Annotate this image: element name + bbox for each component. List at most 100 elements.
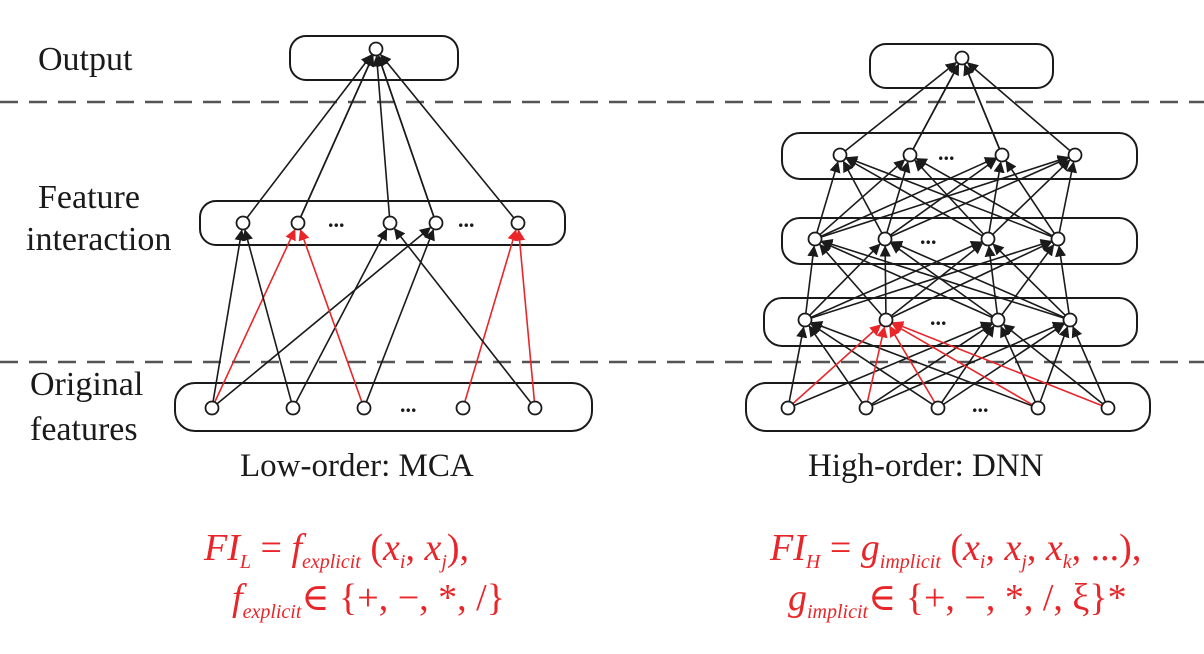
red-edge-ri5-to-h3b <box>891 321 1103 407</box>
node-h3b <box>878 312 894 328</box>
edge-lf1-to-lo <box>246 54 373 219</box>
edge-h3b-to-h2c <box>890 242 984 317</box>
edge-ri5-to-h3d <box>1071 325 1107 403</box>
caption-high-order: High-order: DNN <box>808 448 1044 484</box>
red-edge-li5-to-lf5 <box>514 229 536 402</box>
edge-h2a-to-h1c <box>820 157 997 238</box>
ellipsis-right-hidden2: ... <box>920 224 937 249</box>
edge-h3a-to-h2c <box>810 240 983 319</box>
edge-ri3-to-h3d <box>942 323 1065 406</box>
layer-boxes <box>174 35 1151 432</box>
edge-li1-to-lf4 <box>216 227 432 405</box>
edges <box>212 53 1107 407</box>
node-h1b <box>902 147 918 163</box>
edge-ri2-to-h3c <box>870 323 993 406</box>
node-h2b <box>877 231 893 247</box>
edge-li2-to-lf1 <box>242 229 293 402</box>
ellipsis-right-input: ... <box>972 392 989 417</box>
node-ri5 <box>1100 400 1116 416</box>
edge-ri2-to-h3d <box>871 321 1065 407</box>
red-edge-li3-to-lf2 <box>298 229 363 403</box>
node-h3c <box>990 312 1006 328</box>
node-li4 <box>455 400 471 416</box>
right-output-box <box>869 43 1054 89</box>
edge-h3c-to-h2d <box>1001 244 1055 316</box>
edge-ri3-to-h3a <box>810 323 934 406</box>
edge-ri4-to-h3d <box>1039 325 1070 403</box>
edge-h3d-to-h2d <box>1055 245 1070 314</box>
edge-h2d-to-h1a <box>845 156 1053 238</box>
ellipsis-right-hidden3: ... <box>930 305 947 330</box>
left-output-box <box>289 35 459 81</box>
edge-h2a-to-h1a <box>816 161 841 233</box>
edge-h3c-to-h2a <box>820 240 993 319</box>
formula-left-line1: FIL = fexplicit (xi, xj), <box>203 527 469 573</box>
edge-h3b-to-h2d <box>891 241 1053 318</box>
formula-right-line2: gimplicit∈ {+, −, *, /, ξ}* <box>788 577 1127 623</box>
node-lf1 <box>235 215 251 231</box>
left-interaction-box <box>199 200 566 246</box>
edge-h2b-to-h1b <box>886 161 911 233</box>
node-h2c <box>980 231 996 247</box>
caption-low-order: Low-order: MCA <box>240 448 474 484</box>
node-lf5 <box>510 215 526 231</box>
right-input-box <box>745 382 1151 432</box>
node-h1a <box>832 147 848 163</box>
node-ri4 <box>1030 400 1046 416</box>
ellipsis-right-hidden1: ... <box>938 140 955 165</box>
node-h1c <box>994 147 1010 163</box>
edge-h2d-to-h1c <box>1005 160 1056 235</box>
node-li1 <box>204 400 220 416</box>
edge-h2c-to-h1a <box>845 158 983 237</box>
left-input-box <box>174 382 593 432</box>
red-edge-li1-to-lf2 <box>214 228 296 403</box>
red-edge-ri2-to-h3b <box>866 326 888 402</box>
edge-h3d-to-h2c <box>992 243 1066 317</box>
label-feature: Feature <box>38 179 140 216</box>
edge-h3d-to-h2b <box>890 240 1065 319</box>
node-h3a <box>797 312 813 328</box>
edge-h1d-to-ro <box>966 62 1071 152</box>
red-edge-ri3-to-h3b <box>889 325 936 403</box>
edge-li5-to-lf3 <box>393 228 532 404</box>
node-ri3 <box>930 400 946 416</box>
edge-lf5-to-lo <box>380 53 515 219</box>
red-edge-ri1-to-h3b <box>792 324 882 405</box>
edge-h2b-to-h1a <box>842 160 883 234</box>
edge-h2c-to-h1c <box>988 161 1005 233</box>
edge-ri4-to-h3a <box>810 320 1033 407</box>
node-lo <box>368 41 384 57</box>
ellipsis-left-interaction-1: ... <box>328 207 345 232</box>
edge-h1c-to-ro <box>963 63 1001 150</box>
node-h3d <box>1062 312 1078 328</box>
label-features: features <box>30 411 138 448</box>
edge-ri4-to-h3c <box>1000 325 1037 403</box>
edge-h2b-to-h1d <box>890 156 1070 238</box>
label-interaction: interaction <box>26 221 171 258</box>
edge-ri1-to-h3a <box>788 326 808 402</box>
edge-h3a-to-h2d <box>810 239 1052 319</box>
edge-li3-to-lf4 <box>365 228 435 403</box>
edge-lf3-to-lo <box>371 55 391 217</box>
red-edge-ri4-to-h3b <box>891 323 1033 406</box>
edge-h3b-to-h2a <box>819 243 883 316</box>
node-lf4 <box>428 215 444 231</box>
node-ri1 <box>780 400 796 416</box>
node-li3 <box>356 400 372 416</box>
edge-li2-to-lf3 <box>295 228 388 403</box>
edge-h2d-to-h1b <box>915 158 1053 237</box>
formula-right-line1: FIH = gimplicit (xi, xj, xk, ...), <box>769 527 1141 573</box>
edge-ri1-to-h3c <box>793 321 993 407</box>
edge-h2b-to-h1c <box>889 158 997 236</box>
edge-h3a-to-h2b <box>808 243 881 316</box>
formula-left-line2: fexplicit∈ {+, −, *, /} <box>232 577 505 623</box>
node-ro <box>954 50 970 66</box>
label-output: Output <box>38 41 133 78</box>
right-hidden1-box <box>781 132 1138 180</box>
edge-h3c-to-h2c <box>984 245 998 314</box>
node-h2a <box>807 231 823 247</box>
ellipsis-left-interaction-2: ... <box>458 207 475 232</box>
ellipsis-left-input: ... <box>400 392 417 417</box>
node-h1d <box>1067 147 1083 163</box>
